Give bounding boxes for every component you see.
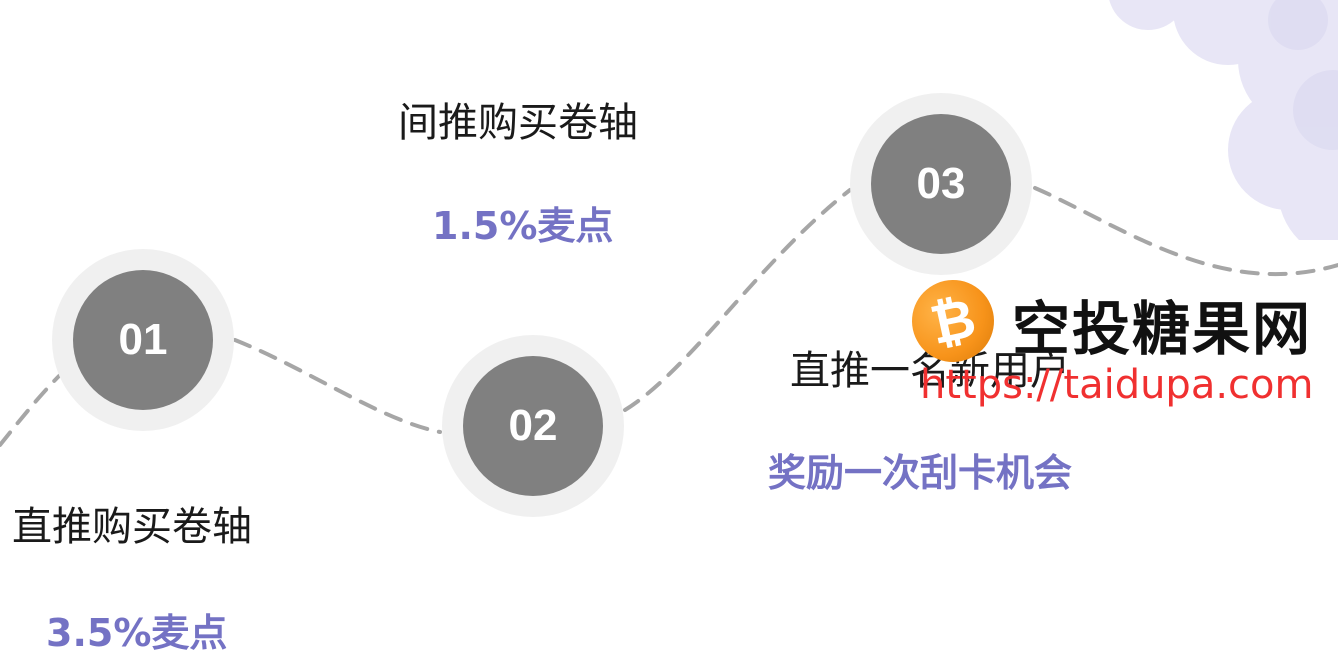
step-reward-01: 3.5%麦点 <box>46 611 228 655</box>
step-number-02: 02 <box>463 356 603 496</box>
site-watermark: ₿ 空投糖果网 https://taidupa.com <box>904 272 1336 410</box>
step-reward-02: 1.5%麦点 <box>432 204 614 248</box>
watermark-site-name: 空投糖果网 <box>1012 295 1313 363</box>
step-node-02: 02 <box>442 335 624 517</box>
step-node-01: 01 <box>52 249 234 431</box>
step-node-03: 03 <box>850 93 1032 275</box>
step-title-01: 直推购买卷轴 <box>12 504 252 550</box>
step-reward-03: 奖励一次刮卡机会 <box>768 451 1073 495</box>
watermark-url-link[interactable]: https://taidupa.com <box>920 362 1314 408</box>
step-title-02: 间推购买卷轴 <box>398 100 638 146</box>
cloud-decoration-icon <box>1109 0 1338 240</box>
step-number-03: 03 <box>871 114 1011 254</box>
bitcoin-coin-icon: ₿ <box>904 272 1002 370</box>
step-number-01: 01 <box>73 270 213 410</box>
